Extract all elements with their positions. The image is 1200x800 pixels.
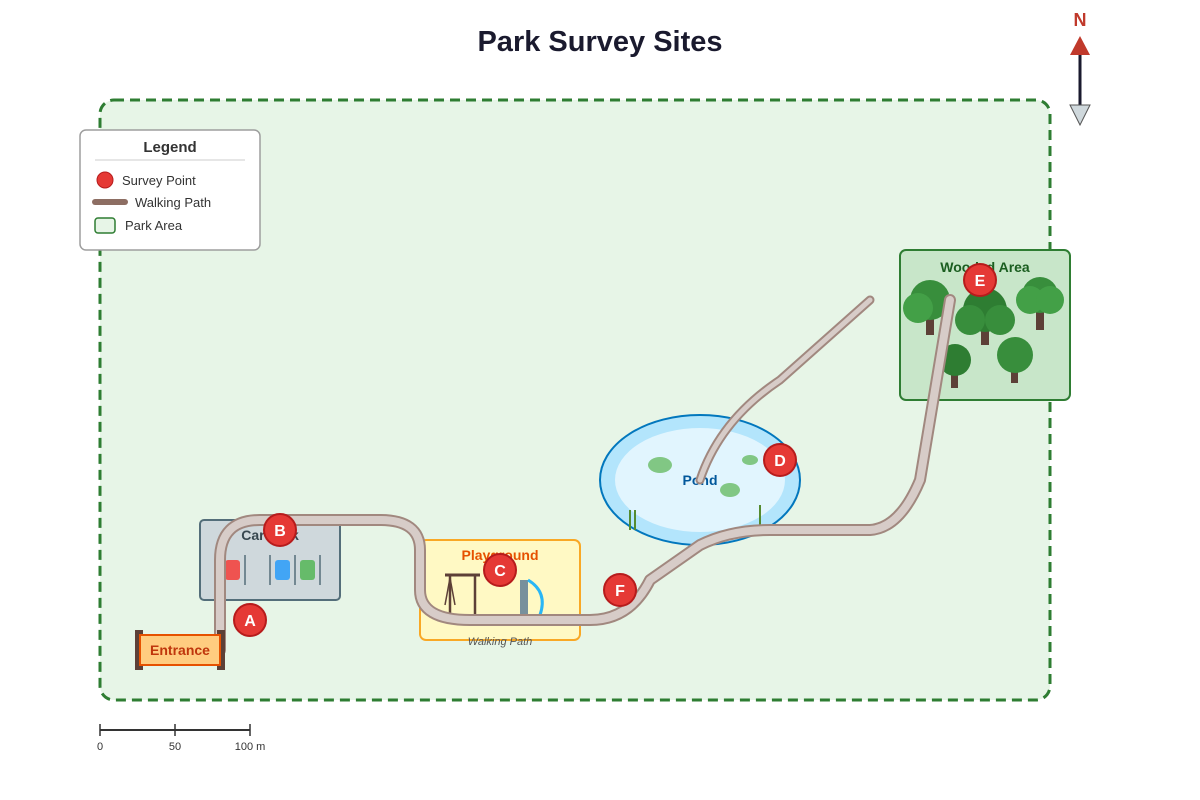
legend: Legend Survey Point Walking Path Park Ar… [79, 129, 261, 251]
survey-point-label: E [975, 273, 986, 290]
entrance-label: Entrance [150, 642, 210, 658]
tree-icon [1016, 277, 1064, 330]
north-label: N [1074, 10, 1087, 30]
legend-item-walking-path: Walking Path [135, 195, 211, 210]
survey-point-marker [233, 603, 267, 637]
tree-icon [997, 337, 1033, 383]
walking-path-label: Walking Path [468, 636, 533, 648]
map-title: Park Survey Sites [477, 26, 722, 58]
survey-point-C[interactable]: C [483, 553, 517, 587]
compass-north-head [1070, 36, 1090, 55]
survey-point-label: C [494, 563, 506, 580]
survey-point-marker [763, 443, 797, 477]
survey-point-label: F [615, 583, 625, 600]
survey-point-B[interactable]: B [263, 513, 297, 547]
scale-bar: 0 50 100 m [97, 724, 265, 753]
car-icon-green [300, 560, 315, 580]
survey-point-label: B [274, 523, 286, 540]
survey-point-F[interactable]: F [603, 573, 637, 607]
north-arrow: N [1069, 10, 1091, 127]
survey-point-marker [263, 513, 297, 547]
lily-pad-icon [648, 457, 672, 473]
tree-icon [903, 280, 950, 335]
scale-label: 0 [97, 741, 103, 753]
survey-point-A[interactable]: A [233, 603, 267, 637]
swing-icon [444, 573, 480, 615]
tree-icon [955, 288, 1015, 345]
legend-item-park-area: Park Area [125, 218, 183, 233]
park-area-icon [94, 217, 116, 234]
car-icon-blue [275, 560, 290, 580]
walking-path [214, 294, 956, 656]
survey-point-E[interactable]: E [963, 263, 997, 297]
car-icon-red [225, 560, 240, 580]
slide-icon [520, 578, 544, 618]
survey-point-label: A [244, 613, 256, 630]
legend-item-survey-point: Survey Point [122, 173, 196, 188]
scale-label: 100 m [235, 741, 266, 753]
compass-south-head [1069, 104, 1091, 127]
scale-label: 50 [169, 741, 181, 753]
lily-pad-icon [742, 455, 758, 465]
survey-point-marker [963, 263, 997, 297]
entrance-board [139, 634, 221, 666]
survey-point-D[interactable]: D [763, 443, 797, 477]
legend-title: Legend [143, 139, 196, 156]
survey-point-marker [603, 573, 637, 607]
entrance-sign: Entrance [135, 630, 225, 670]
survey-point-icon [96, 171, 114, 189]
survey-point-label: D [774, 453, 786, 470]
lily-pad-icon [720, 483, 740, 497]
survey-point-marker [483, 553, 517, 587]
